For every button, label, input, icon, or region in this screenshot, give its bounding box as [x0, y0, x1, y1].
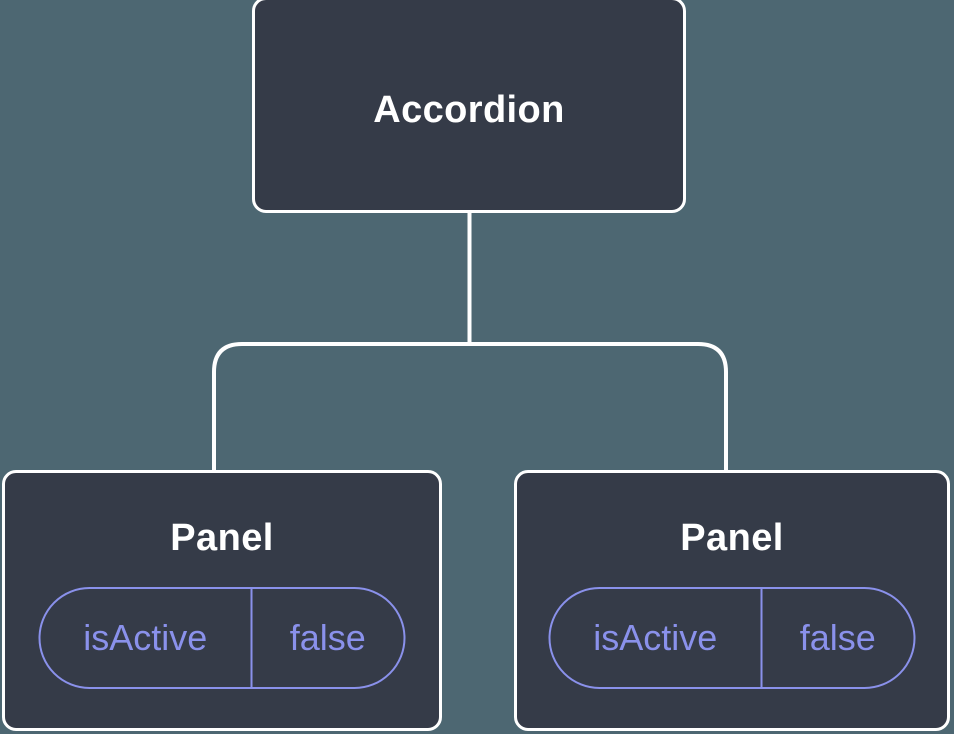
component-label: Panel	[680, 517, 784, 559]
component-label: Accordion	[373, 89, 565, 131]
state-key: isActive	[551, 589, 763, 687]
state-pill: isActive false	[38, 587, 406, 689]
state-pill: isActive false	[548, 587, 916, 689]
component-node-panel-left: Panel isActive false	[2, 470, 442, 731]
state-value: false	[799, 617, 876, 658]
component-label: Panel	[170, 517, 274, 559]
component-node-accordion: Accordion	[252, 0, 686, 213]
connector-branch-bracket	[212, 342, 728, 474]
state-key: isActive	[41, 589, 253, 687]
state-value: false	[289, 617, 366, 658]
component-node-panel-right: Panel isActive false	[514, 470, 950, 731]
